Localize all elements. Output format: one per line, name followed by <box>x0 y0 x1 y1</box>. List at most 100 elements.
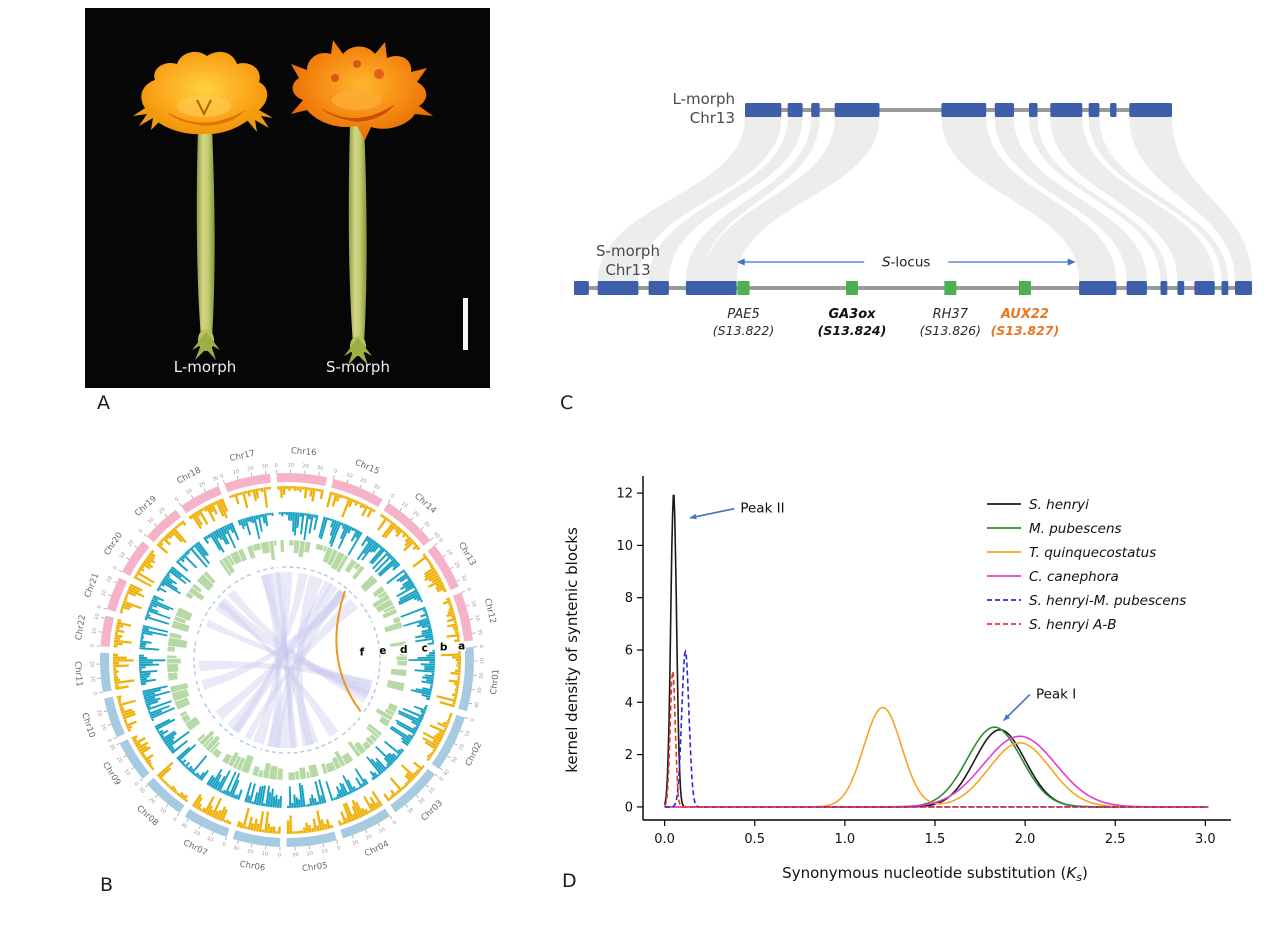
svg-text:0: 0 <box>274 463 278 469</box>
svg-text:Chr07: Chr07 <box>181 838 208 858</box>
svg-text:20: 20 <box>94 613 101 621</box>
panel-d-letter: D <box>562 870 577 892</box>
scale-bar <box>463 298 468 350</box>
svg-text:10: 10 <box>261 851 268 858</box>
svg-text:0: 0 <box>90 644 96 648</box>
svg-text:20: 20 <box>411 510 420 519</box>
svg-text:S. henryi-M. pubescens: S. henryi-M. pubescens <box>1029 593 1186 609</box>
svg-text:8: 8 <box>625 591 633 606</box>
svg-text:Chr06: Chr06 <box>239 860 266 874</box>
svg-text:(S13.822): (S13.822) <box>713 323 774 338</box>
svg-text:20: 20 <box>95 709 103 717</box>
svg-text:S. henryi: S. henryi <box>1029 497 1089 513</box>
svg-text:d: d <box>400 644 408 656</box>
l-morph-label: L-morph <box>174 358 237 376</box>
svg-text:10: 10 <box>378 827 386 835</box>
svg-text:10: 10 <box>232 469 240 476</box>
svg-text:0: 0 <box>470 718 477 723</box>
svg-text:Peak I: Peak I <box>1036 686 1076 702</box>
svg-text:0: 0 <box>112 565 119 571</box>
s-morph-flower <box>291 40 433 140</box>
svg-text:20: 20 <box>473 614 480 622</box>
svg-text:20: 20 <box>147 797 156 806</box>
svg-text:M. pubescens: M. pubescens <box>1029 521 1122 537</box>
svg-text:Chr15: Chr15 <box>353 458 381 477</box>
svg-text:Chr10: Chr10 <box>79 712 97 739</box>
svg-text:T. quinquecostatus: T. quinquecostatus <box>1029 545 1156 561</box>
svg-text:0: 0 <box>625 800 633 815</box>
svg-text:0.0: 0.0 <box>654 832 675 847</box>
svg-text:0: 0 <box>437 538 444 544</box>
svg-text:b: b <box>440 641 448 653</box>
svg-text:RH37: RH37 <box>933 307 969 322</box>
svg-text:10: 10 <box>206 836 214 844</box>
svg-text:10: 10 <box>321 848 328 855</box>
svg-text:0: 0 <box>221 842 226 849</box>
l-morph-stem <box>196 128 215 338</box>
svg-text:20: 20 <box>479 672 486 679</box>
svg-text:S-locus: S-locus <box>882 255 930 271</box>
svg-text:0: 0 <box>333 468 338 475</box>
svg-text:0: 0 <box>133 781 140 787</box>
svg-text:20: 20 <box>192 829 200 837</box>
panel-b-letter: B <box>100 874 114 896</box>
svg-text:(S13.827): (S13.827) <box>991 323 1060 338</box>
svg-text:30: 30 <box>372 483 380 491</box>
svg-text:Chr09: Chr09 <box>100 760 122 787</box>
panel-c-letter: C <box>560 392 574 414</box>
svg-text:e: e <box>379 645 386 657</box>
svg-text:(S13.824): (S13.824) <box>818 323 887 338</box>
svg-text:0: 0 <box>278 852 281 858</box>
svg-text:10: 10 <box>89 675 96 682</box>
svg-text:10: 10 <box>100 723 108 731</box>
svg-text:Synonymous nucleotide substitu: Synonymous nucleotide substitution (Ks) <box>782 864 1088 884</box>
svg-text:S. henryi A-B: S. henryi A-B <box>1029 617 1117 633</box>
s-morph-stem <box>348 123 367 344</box>
svg-text:Chr05: Chr05 <box>301 861 328 874</box>
svg-text:10: 10 <box>119 551 127 560</box>
svg-text:f: f <box>360 646 365 658</box>
svg-text:30: 30 <box>451 756 459 765</box>
svg-text:Chr11: Chr11 <box>72 661 84 687</box>
svg-text:30: 30 <box>407 807 416 816</box>
svg-text:10: 10 <box>123 768 132 777</box>
photo-background <box>85 8 490 388</box>
svg-text:30: 30 <box>316 465 323 472</box>
s-morph-calyx <box>344 336 372 365</box>
svg-text:10: 10 <box>345 472 353 480</box>
svg-text:Chr19: Chr19 <box>133 494 159 519</box>
svg-text:0.5: 0.5 <box>744 832 765 847</box>
svg-text:kernel density of syntenic blo: kernel density of syntenic blocks <box>563 527 581 773</box>
svg-text:10: 10 <box>147 516 156 525</box>
svg-text:30: 30 <box>261 463 268 470</box>
svg-text:30: 30 <box>180 822 189 830</box>
svg-text:20: 20 <box>127 539 136 548</box>
svg-text:20: 20 <box>302 463 309 470</box>
svg-text:Chr04: Chr04 <box>363 839 390 859</box>
svg-text:20: 20 <box>307 851 314 858</box>
svg-text:20: 20 <box>106 575 114 583</box>
svg-text:10: 10 <box>616 539 633 554</box>
svg-text:1.5: 1.5 <box>925 832 946 847</box>
bottom-bar-label-line1: S-morph <box>596 242 660 260</box>
l-morph-calyx <box>192 329 220 360</box>
svg-text:30: 30 <box>292 852 299 858</box>
svg-text:30: 30 <box>351 839 359 847</box>
svg-text:10: 10 <box>400 501 409 510</box>
svg-text:(S13.826): (S13.826) <box>920 323 981 338</box>
svg-text:0: 0 <box>465 587 472 592</box>
svg-text:0: 0 <box>91 692 97 696</box>
svg-text:Chr02: Chr02 <box>464 741 484 768</box>
svg-text:10: 10 <box>158 807 167 816</box>
svg-text:C. canephora: C. canephora <box>1029 569 1119 585</box>
svg-text:30: 30 <box>232 845 240 852</box>
svg-text:20: 20 <box>158 507 167 516</box>
bottom-bar-label-line2: Chr13 <box>605 261 650 279</box>
svg-text:PAE5: PAE5 <box>727 307 760 322</box>
svg-text:20: 20 <box>115 756 123 765</box>
svg-text:20: 20 <box>247 848 254 855</box>
svg-text:Chr21: Chr21 <box>83 572 101 600</box>
svg-text:40: 40 <box>474 701 481 709</box>
